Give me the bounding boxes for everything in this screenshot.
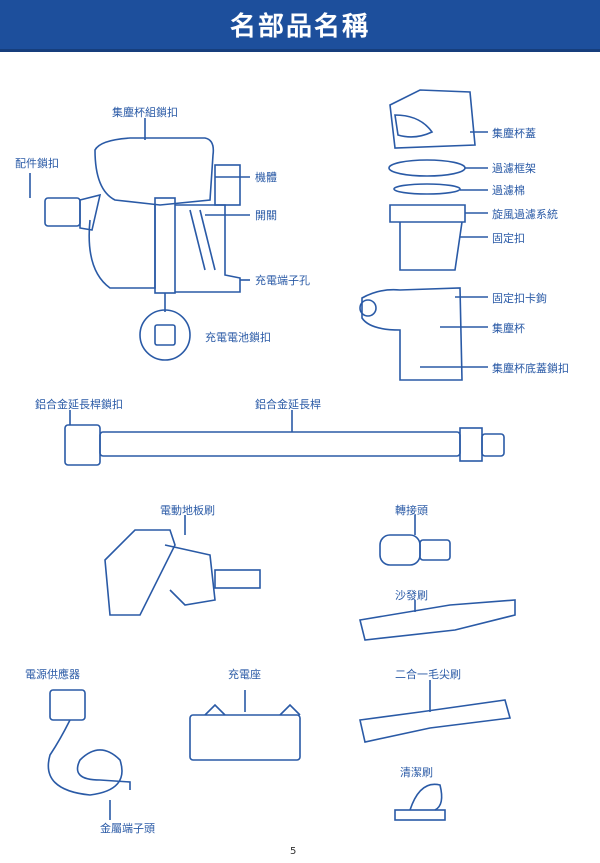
label-fixing-clip: 固定扣 xyxy=(492,232,525,245)
crevice-brush-drawing xyxy=(359,680,512,743)
charging-base-drawing xyxy=(189,690,301,761)
label-crevice-brush: 二合一毛尖刷 xyxy=(395,668,461,681)
label-cyclone-filter: 旋風過濾系統 xyxy=(492,208,558,221)
label-switch: 開關 xyxy=(255,209,277,222)
label-fixing-hook: 固定扣卡鉤 xyxy=(492,292,547,305)
label-filter-cotton: 過濾棉 xyxy=(492,184,525,197)
label-charging-base: 充電座 xyxy=(228,668,261,681)
page-number: 5 xyxy=(290,846,297,857)
floor-brush-drawing xyxy=(104,515,261,616)
label-dust-cup-bottom-lock: 集塵杯底蓋鎖扣 xyxy=(492,362,569,375)
adapter-drawing xyxy=(379,515,451,566)
label-tube-lock: 鋁合金延長桿鎖扣 xyxy=(35,398,123,411)
label-dust-cup-lid: 集塵杯蓋 xyxy=(492,127,536,140)
cleaning-brush-drawing xyxy=(394,783,446,821)
label-adapter: 轉接頭 xyxy=(395,504,428,517)
label-filter-frame: 過濾框架 xyxy=(492,162,536,175)
label-metal-plug: 金屬端子頭 xyxy=(100,822,155,835)
extension-tube-drawing xyxy=(64,410,505,466)
label-dust-cup-lock: 集塵杯組鎖扣 xyxy=(112,106,178,119)
dust-cup-drawing xyxy=(359,89,488,381)
label-sofa-brush: 沙發刷 xyxy=(395,589,428,602)
sofa-brush-drawing xyxy=(359,599,516,641)
label-power-supply: 電源供應器 xyxy=(25,668,80,681)
label-body: 機體 xyxy=(255,171,277,184)
label-battery-lock: 充電電池鎖扣 xyxy=(205,331,271,344)
label-floor-brush: 電動地板刷 xyxy=(160,504,215,517)
vacuum-body-drawing xyxy=(29,118,250,361)
page-header: 名部品名稱 xyxy=(0,0,600,52)
label-dust-cup: 集塵杯 xyxy=(492,322,525,335)
page-title: 名部品名稱 xyxy=(229,12,370,42)
label-tube: 鋁合金延長桿 xyxy=(255,398,321,411)
label-accessory-lock: 配件鎖扣 xyxy=(15,157,59,170)
power-supply-drawing xyxy=(47,689,131,820)
label-charge-port: 充電端子孔 xyxy=(255,274,310,287)
label-cleaning-brush: 清潔刷 xyxy=(400,766,433,779)
